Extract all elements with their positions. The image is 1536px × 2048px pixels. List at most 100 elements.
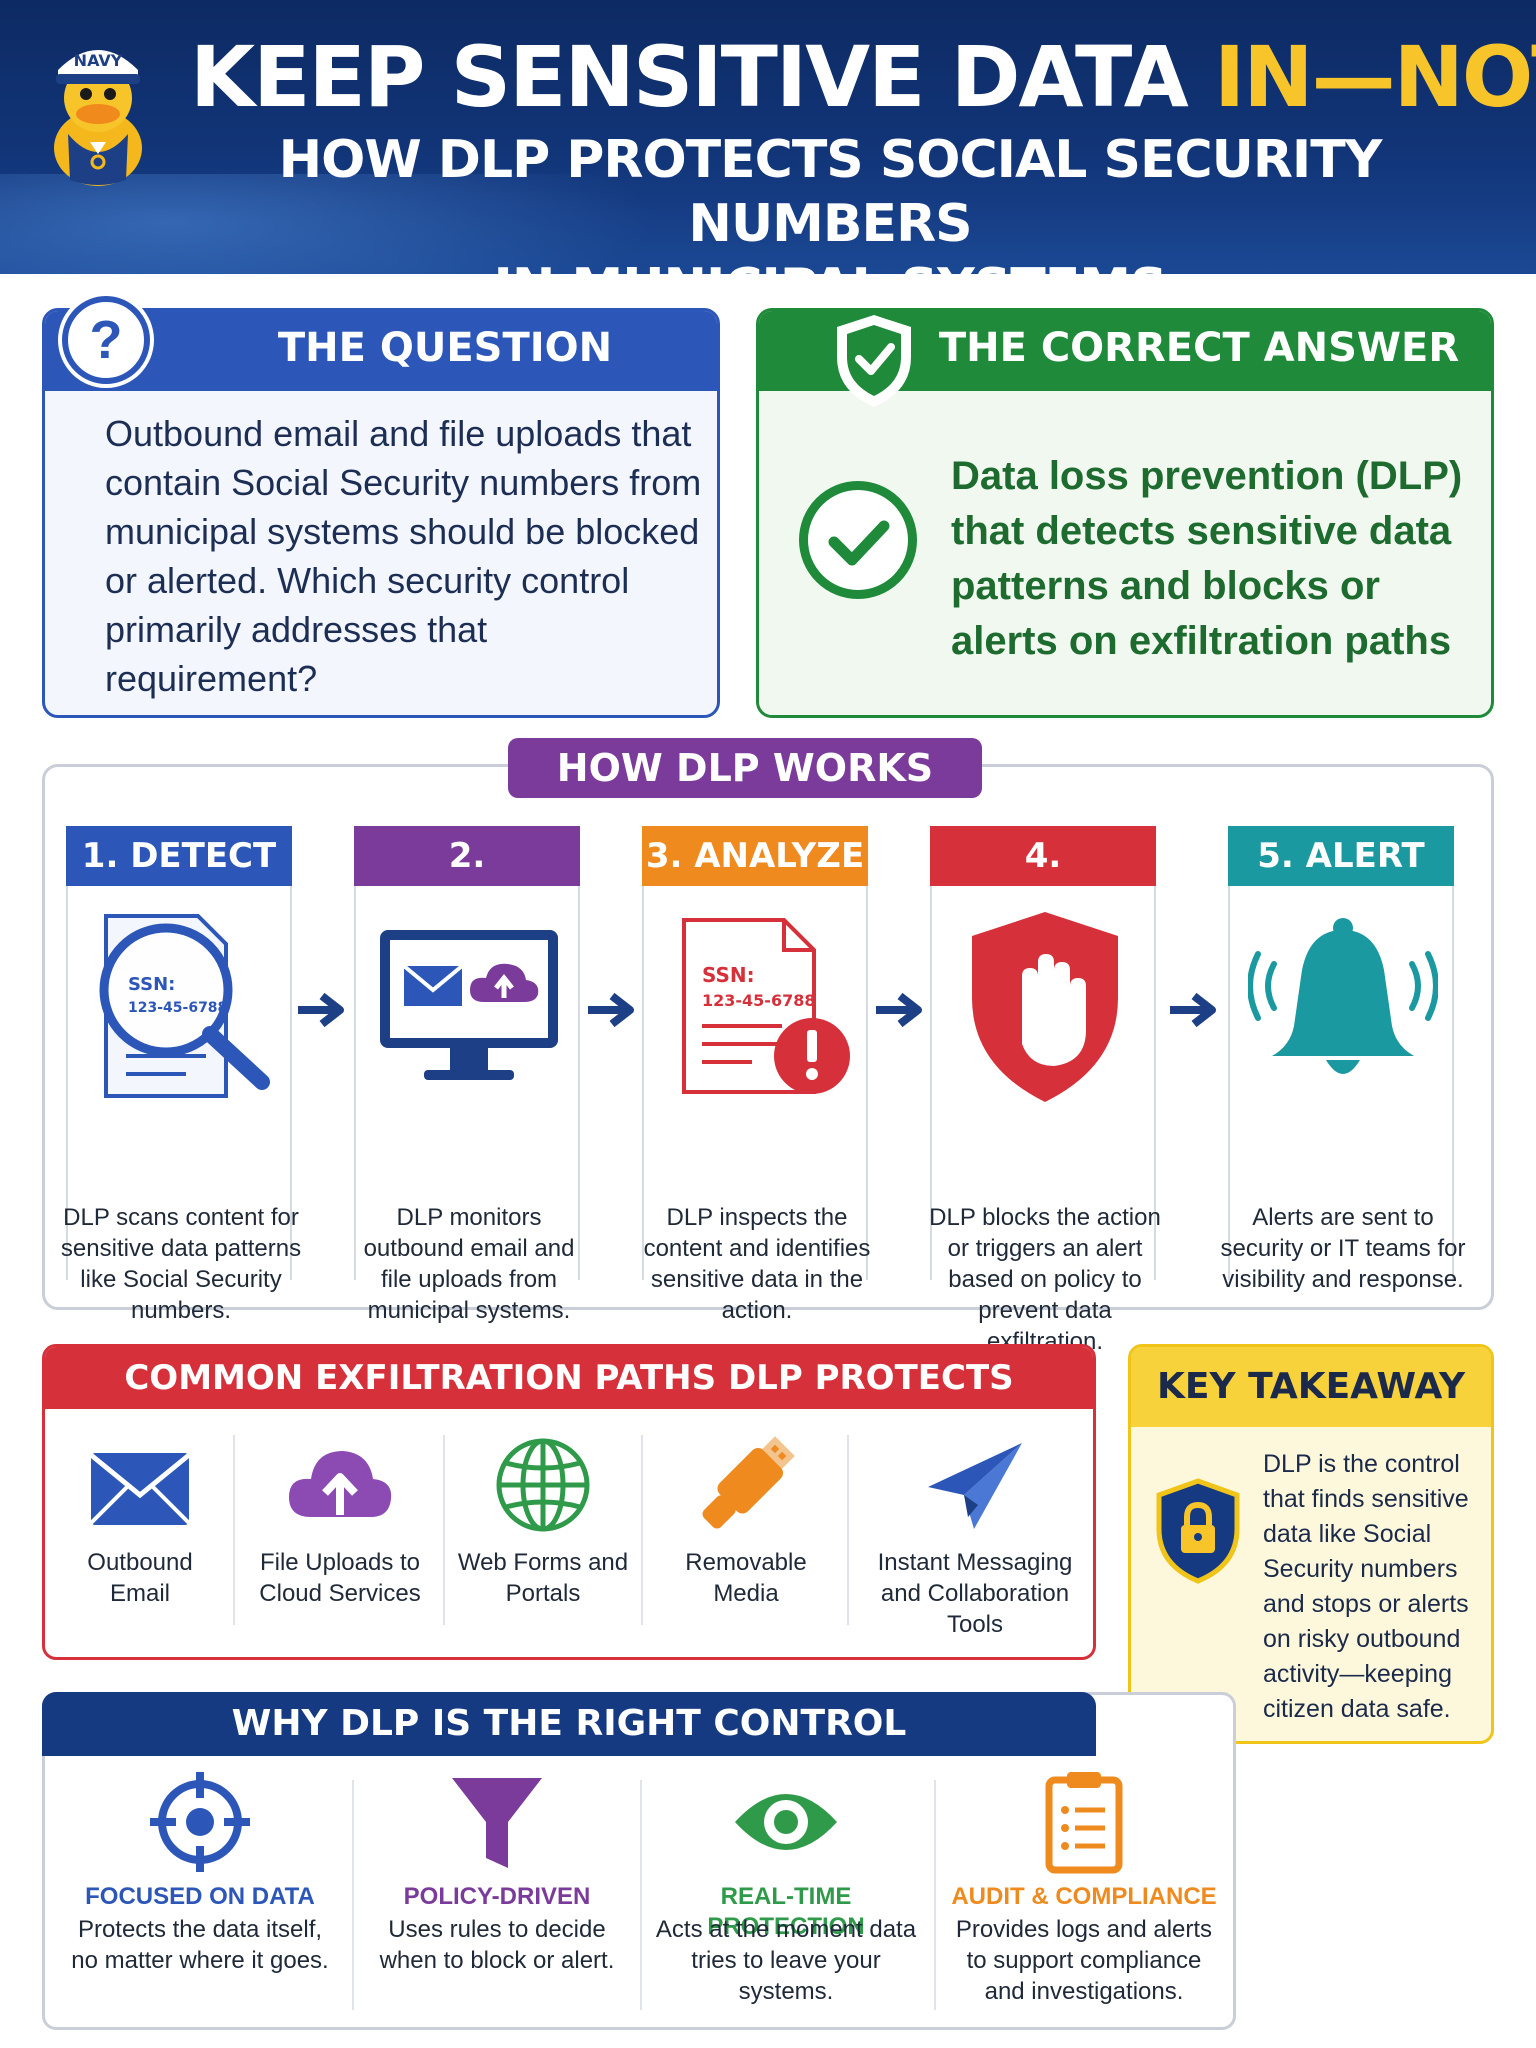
why-item-audit-compliance: AUDIT & COMPLIANCE Provides logs and ale…	[944, 1770, 1224, 2020]
divider	[847, 1435, 849, 1625]
arrow-right-icon	[588, 992, 634, 1028]
why-audit-desc: Provides logs and alerts to support comp…	[955, 1916, 1213, 2005]
header-swoosh	[0, 174, 660, 274]
step-monitor-label: 2. MONITOR	[354, 826, 580, 936]
title-highlight: IN—NOT OUT!	[1214, 28, 1536, 126]
exfil-item-removable-media: Removable Media	[651, 1435, 841, 1635]
page-title: KEEP SENSITIVE DATA IN—NOT OUT!	[190, 28, 1536, 126]
funnel-icon	[452, 1778, 542, 1868]
cloud-upload-icon	[289, 1451, 392, 1517]
analyze-ssn-label: SSN:	[702, 963, 755, 987]
why-dlp-title: WHY DLP IS THE RIGHT CONTROL	[42, 1692, 1096, 1756]
how-dlp-works-title: HOW DLP WORKS	[508, 738, 982, 798]
exfil-web-label: Web Forms and Portals	[457, 1549, 629, 1607]
exfil-email-label: Outbound Email	[87, 1549, 193, 1607]
question-text: Outbound email and file uploads that con…	[105, 413, 702, 699]
exfil-item-email: Outbound Email	[55, 1435, 225, 1635]
exfiltration-paths-panel: COMMON EXFILTRATION PATHS DLP PROTECTS O…	[42, 1344, 1096, 1660]
step-enforce: 4. ENFORCE DLP blocks the action or trig…	[929, 826, 1161, 1355]
exfil-removable-label: Removable Media	[685, 1549, 807, 1607]
why-focused-title: FOCUSED ON DATA	[85, 1883, 315, 1910]
why-item-real-time-protection: REAL-TIME PROTECTION Acts at the moment …	[650, 1770, 922, 2020]
step-alert-desc: Alerts are sent to security or IT teams …	[1220, 1204, 1466, 1293]
step-detect: 1. DETECT SSN: 123-45-6788 DLP scans con…	[61, 826, 301, 1324]
answer-card: THE CORRECT ANSWER Data loss prevention …	[756, 308, 1494, 718]
step-alert: 5. ALERT Alerts are sent to security or …	[1221, 826, 1465, 1293]
exfil-item-web-forms: Web Forms and Portals	[453, 1435, 633, 1635]
step-enforce-label: 4. ENFORCE	[930, 826, 1156, 936]
divider	[352, 1780, 354, 2010]
step-alert-label: 5. ALERT	[1228, 826, 1454, 886]
header-banner: NAVY KEEP SENSITIVE DATA IN—NOT OUT! HOW…	[0, 0, 1536, 274]
arrow-right-icon	[876, 992, 922, 1028]
why-policy-title: POLICY-DRIVEN	[403, 1883, 591, 1910]
mascot-hat-text: NAVY	[74, 51, 123, 70]
step-detect-body: SSN: 123-45-6788 DLP scans content for s…	[61, 886, 301, 1324]
monitor-icon	[380, 930, 558, 1080]
step-analyze-label: 3. ANALYZE	[642, 826, 868, 886]
why-realtime-desc: Acts at the moment data tries to leave y…	[655, 1916, 917, 2005]
step-analyze-desc: DLP inspects the content and identifies …	[643, 1204, 871, 1324]
question-mark-icon: ?	[62, 296, 150, 384]
key-takeaway-text: DLP is the control that finds sensitive …	[1263, 1450, 1469, 1723]
title-main: KEEP SENSITIVE DATA	[190, 28, 1215, 126]
step-analyze: 3. ANALYZE SSN: 123-45-6788 DLP inspects…	[642, 826, 870, 1324]
detect-ssn-label: SSN:	[128, 974, 175, 995]
step-monitor: 2. MONITOR DLP monitors outbound email a…	[354, 826, 580, 1324]
divider	[641, 1435, 643, 1625]
shield-lock-icon	[1156, 1478, 1240, 1584]
exfil-cloud-label: File Uploads to Cloud Services	[259, 1549, 421, 1607]
eye-icon	[735, 1794, 837, 1850]
why-realtime-title: REAL-TIME PROTECTION	[707, 1883, 865, 1940]
duck-mascot-icon: NAVY	[54, 50, 142, 186]
globe-icon	[496, 1438, 590, 1532]
why-policy-desc: Uses rules to decide when to block or al…	[379, 1916, 615, 1974]
bell-icon	[1248, 918, 1438, 1074]
answer-title: THE CORRECT ANSWER	[938, 325, 1460, 371]
divider	[233, 1435, 235, 1625]
analyze-ssn-value: 123-45-6788	[702, 991, 815, 1010]
paper-plane-icon	[928, 1443, 1022, 1529]
subtitle-line-1: HOW DLP PROTECTS SOCIAL SECURITY NUMBERS	[278, 130, 1383, 254]
envelope-icon	[89, 1453, 191, 1525]
divider	[934, 1780, 936, 2010]
key-takeaway-panel: KEY TAKEAWAY DLP is the control that fin…	[1128, 1344, 1494, 1744]
arrow-right-icon	[1170, 992, 1216, 1028]
step-monitor-desc: DLP monitors outbound email and file upl…	[363, 1204, 575, 1324]
why-item-policy-driven: POLICY-DRIVEN Uses rules to decide when …	[366, 1770, 628, 2020]
divider	[640, 1780, 642, 2010]
shield-hand-icon	[972, 912, 1118, 1102]
document-alert-icon: SSN: 123-45-6788	[682, 918, 850, 1094]
question-card: THE QUESTION Outbound email and file upl…	[42, 308, 720, 718]
subtitle-line-2: IN MUNICIPAL SYSTEMS	[180, 256, 1480, 274]
answer-text: Data loss prevention (DLP) that detects …	[951, 454, 1463, 663]
divider	[443, 1435, 445, 1625]
why-item-focused-on-data: FOCUSED ON DATA Protects the data itself…	[70, 1770, 330, 2020]
clipboard-icon	[1045, 1772, 1123, 1874]
step-monitor-body: DLP monitors outbound email and file upl…	[354, 886, 580, 1324]
magnifier-document-icon: SSN: 123-45-6788	[99, 914, 270, 1098]
answer-header: THE CORRECT ANSWER	[759, 311, 1491, 407]
target-icon	[150, 1772, 250, 1872]
usb-drive-icon	[702, 1436, 795, 1529]
exfil-item-cloud-uploads: File Uploads to Cloud Services	[245, 1435, 435, 1635]
shield-check-icon	[837, 315, 911, 407]
exfil-im-label: Instant Messaging and Collaboration Tool…	[877, 1549, 1073, 1638]
step-enforce-desc: DLP blocks the action or triggers an ale…	[929, 1204, 1161, 1355]
checkmark-circle-icon	[799, 481, 917, 599]
step-analyze-body: SSN: 123-45-6788 DLP inspects the conten…	[642, 886, 870, 1324]
exfiltration-paths-title: COMMON EXFILTRATION PATHS DLP PROTECTS	[45, 1347, 1093, 1409]
why-audit-title: AUDIT & COMPLIANCE	[951, 1883, 1217, 1910]
step-alert-body: Alerts are sent to security or IT teams …	[1221, 886, 1465, 1293]
question-header: THE QUESTION	[45, 311, 717, 391]
question-title: THE QUESTION	[277, 325, 613, 371]
key-takeaway-title: KEY TAKEAWAY	[1131, 1347, 1491, 1427]
arrow-right-icon	[298, 992, 344, 1028]
step-enforce-body: DLP blocks the action or triggers an ale…	[929, 886, 1161, 1355]
page-subtitle: HOW DLP PROTECTS SOCIAL SECURITY NUMBERS…	[180, 128, 1480, 274]
why-focused-desc: Protects the data itself, no matter wher…	[71, 1916, 329, 1974]
step-detect-label: 1. DETECT	[66, 826, 292, 886]
step-detect-desc: DLP scans content for sensitive data pat…	[60, 1204, 302, 1324]
exfil-item-instant-messaging: Instant Messaging and Collaboration Tool…	[857, 1435, 1093, 1638]
detect-ssn-value: 123-45-6788	[128, 1000, 227, 1016]
